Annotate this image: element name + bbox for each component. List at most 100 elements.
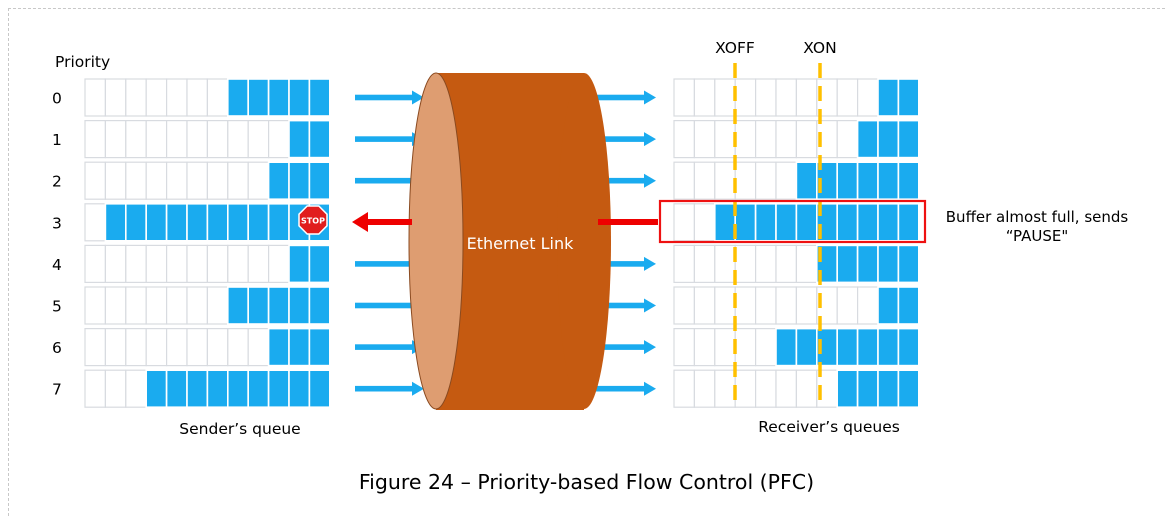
receiver-empty-cell: [795, 286, 818, 325]
sender-queue-row-3: [84, 203, 331, 242]
sender-empty-cell: [186, 161, 208, 200]
sender-empty-cell: [186, 286, 208, 325]
sender-filled-cell: [267, 78, 290, 117]
arrow-shaft: [588, 302, 646, 309]
sender-empty-cell: [166, 161, 188, 200]
arrow-shaft: [355, 385, 414, 392]
sender-empty-cell: [84, 161, 106, 200]
sender-empty-cell: [206, 161, 229, 200]
sender-empty-cell: [125, 161, 147, 200]
receiver-filled-cell: [877, 78, 900, 117]
receiver-filled-cell: [856, 244, 879, 284]
pause-note-line2: “PAUSE": [1006, 227, 1069, 245]
receiver-empty-cell: [734, 78, 757, 117]
sender-filled-cell: [308, 161, 331, 200]
sender-filled-cell: [186, 369, 209, 409]
receiver-empty-cell: [856, 78, 879, 117]
sender-empty-cell: [104, 119, 127, 159]
receiver-filled-cell: [713, 203, 736, 242]
sender-filled-cell: [247, 78, 270, 117]
receiver-empty-cell: [693, 286, 716, 325]
cylinder-front-face: [408, 72, 464, 410]
receiver-queue-label: Receiver’s queues: [758, 418, 900, 436]
arrow-head: [644, 132, 656, 147]
receiver-filled-cell: [897, 327, 920, 367]
sender-filled-cell: [308, 119, 331, 159]
sender-empty-cell: [125, 328, 147, 367]
arrow-head: [644, 173, 656, 188]
sender-filled-cell: [288, 244, 311, 284]
sender-filled-cell: [165, 369, 188, 409]
arrow-shaft: [355, 177, 414, 184]
sender-empty-cell: [145, 244, 168, 283]
link-out-arrow-0: [588, 90, 656, 105]
receiver-empty-cell: [693, 369, 716, 408]
sender-empty-cell: [84, 328, 106, 367]
pause-arrow-head: [352, 212, 368, 232]
receiver-empty-cell: [714, 244, 736, 283]
receiver-filled-cell: [856, 203, 879, 242]
sender-filled-cell: [247, 369, 270, 409]
receiver-queue-row-2: [673, 161, 920, 200]
receiver-filled-cell: [836, 203, 859, 242]
sender-filled-cell: [206, 369, 229, 409]
sender-empty-cell: [125, 78, 147, 117]
sender-filled-cell: [308, 244, 331, 284]
receiver-empty-cell: [795, 369, 818, 408]
sender-queue-row-4: [84, 244, 331, 284]
sender-empty-cell: [125, 119, 147, 159]
sender-filled-cell: [186, 203, 209, 242]
arrow-head: [412, 90, 424, 105]
sender-filled-cell: [288, 369, 311, 409]
receiver-filled-cell: [856, 369, 879, 409]
receiver-empty-cell: [836, 286, 859, 325]
link-out-arrow-6: [588, 340, 656, 355]
paused-queue-highlight: [658, 199, 927, 244]
receiver-filled-cell: [897, 78, 920, 117]
priority-label: 3: [52, 214, 62, 232]
sender-empty-cell: [166, 286, 188, 325]
sender-empty-cell: [206, 244, 229, 283]
receiver-empty-cell: [734, 328, 757, 367]
stop-octagon: [298, 205, 328, 235]
sender-empty-cell: [247, 119, 270, 159]
sender-filled-cell: [227, 203, 250, 242]
link-out-arrow-1: [588, 132, 656, 147]
sender-filled-cell: [288, 286, 311, 325]
link-out-arrow-7: [588, 381, 656, 396]
priority-label: 7: [52, 381, 62, 399]
sender-empty-cell: [227, 161, 249, 200]
receiver-empty-cell: [693, 328, 716, 367]
diagram-frame: [8, 8, 1165, 516]
sender-filled-cell: [206, 203, 229, 242]
arrow-shaft: [588, 385, 646, 392]
sender-empty-cell: [268, 119, 290, 159]
receiver-queue-row-6: [673, 327, 920, 367]
priority-label: 6: [52, 339, 62, 357]
receiver-empty-cell: [836, 78, 859, 117]
receiver-empty-cell: [754, 78, 777, 117]
sender-queue-row-6: [84, 327, 331, 367]
receiver-empty-cell: [775, 78, 797, 117]
receiver-filled-cell: [775, 203, 798, 242]
link-in-arrow-0: [355, 90, 424, 105]
sender-queue-label: Sender’s queue: [179, 420, 300, 438]
receiver-empty-cell: [714, 369, 736, 408]
receiver-empty-cell: [714, 286, 736, 325]
sender-empty-cell: [186, 78, 208, 117]
receiver-empty-cell: [693, 244, 716, 283]
arrow-shaft: [355, 344, 414, 350]
receiver-empty-cell: [795, 244, 818, 283]
sender-queue-row-5: [84, 286, 331, 325]
sender-empty-cell: [104, 161, 127, 200]
sender-filled-cell: [247, 286, 270, 325]
sender-filled-cell: [227, 78, 250, 117]
sender-empty-cell: [268, 244, 290, 283]
sender-filled-cell: [247, 203, 270, 242]
receiver-filled-cell: [856, 327, 879, 367]
sender-empty-cell: [84, 78, 106, 117]
sender-filled-cell: [288, 119, 311, 159]
receiver-queue-row-4: [673, 244, 920, 284]
sender-filled-cell: [308, 286, 331, 325]
